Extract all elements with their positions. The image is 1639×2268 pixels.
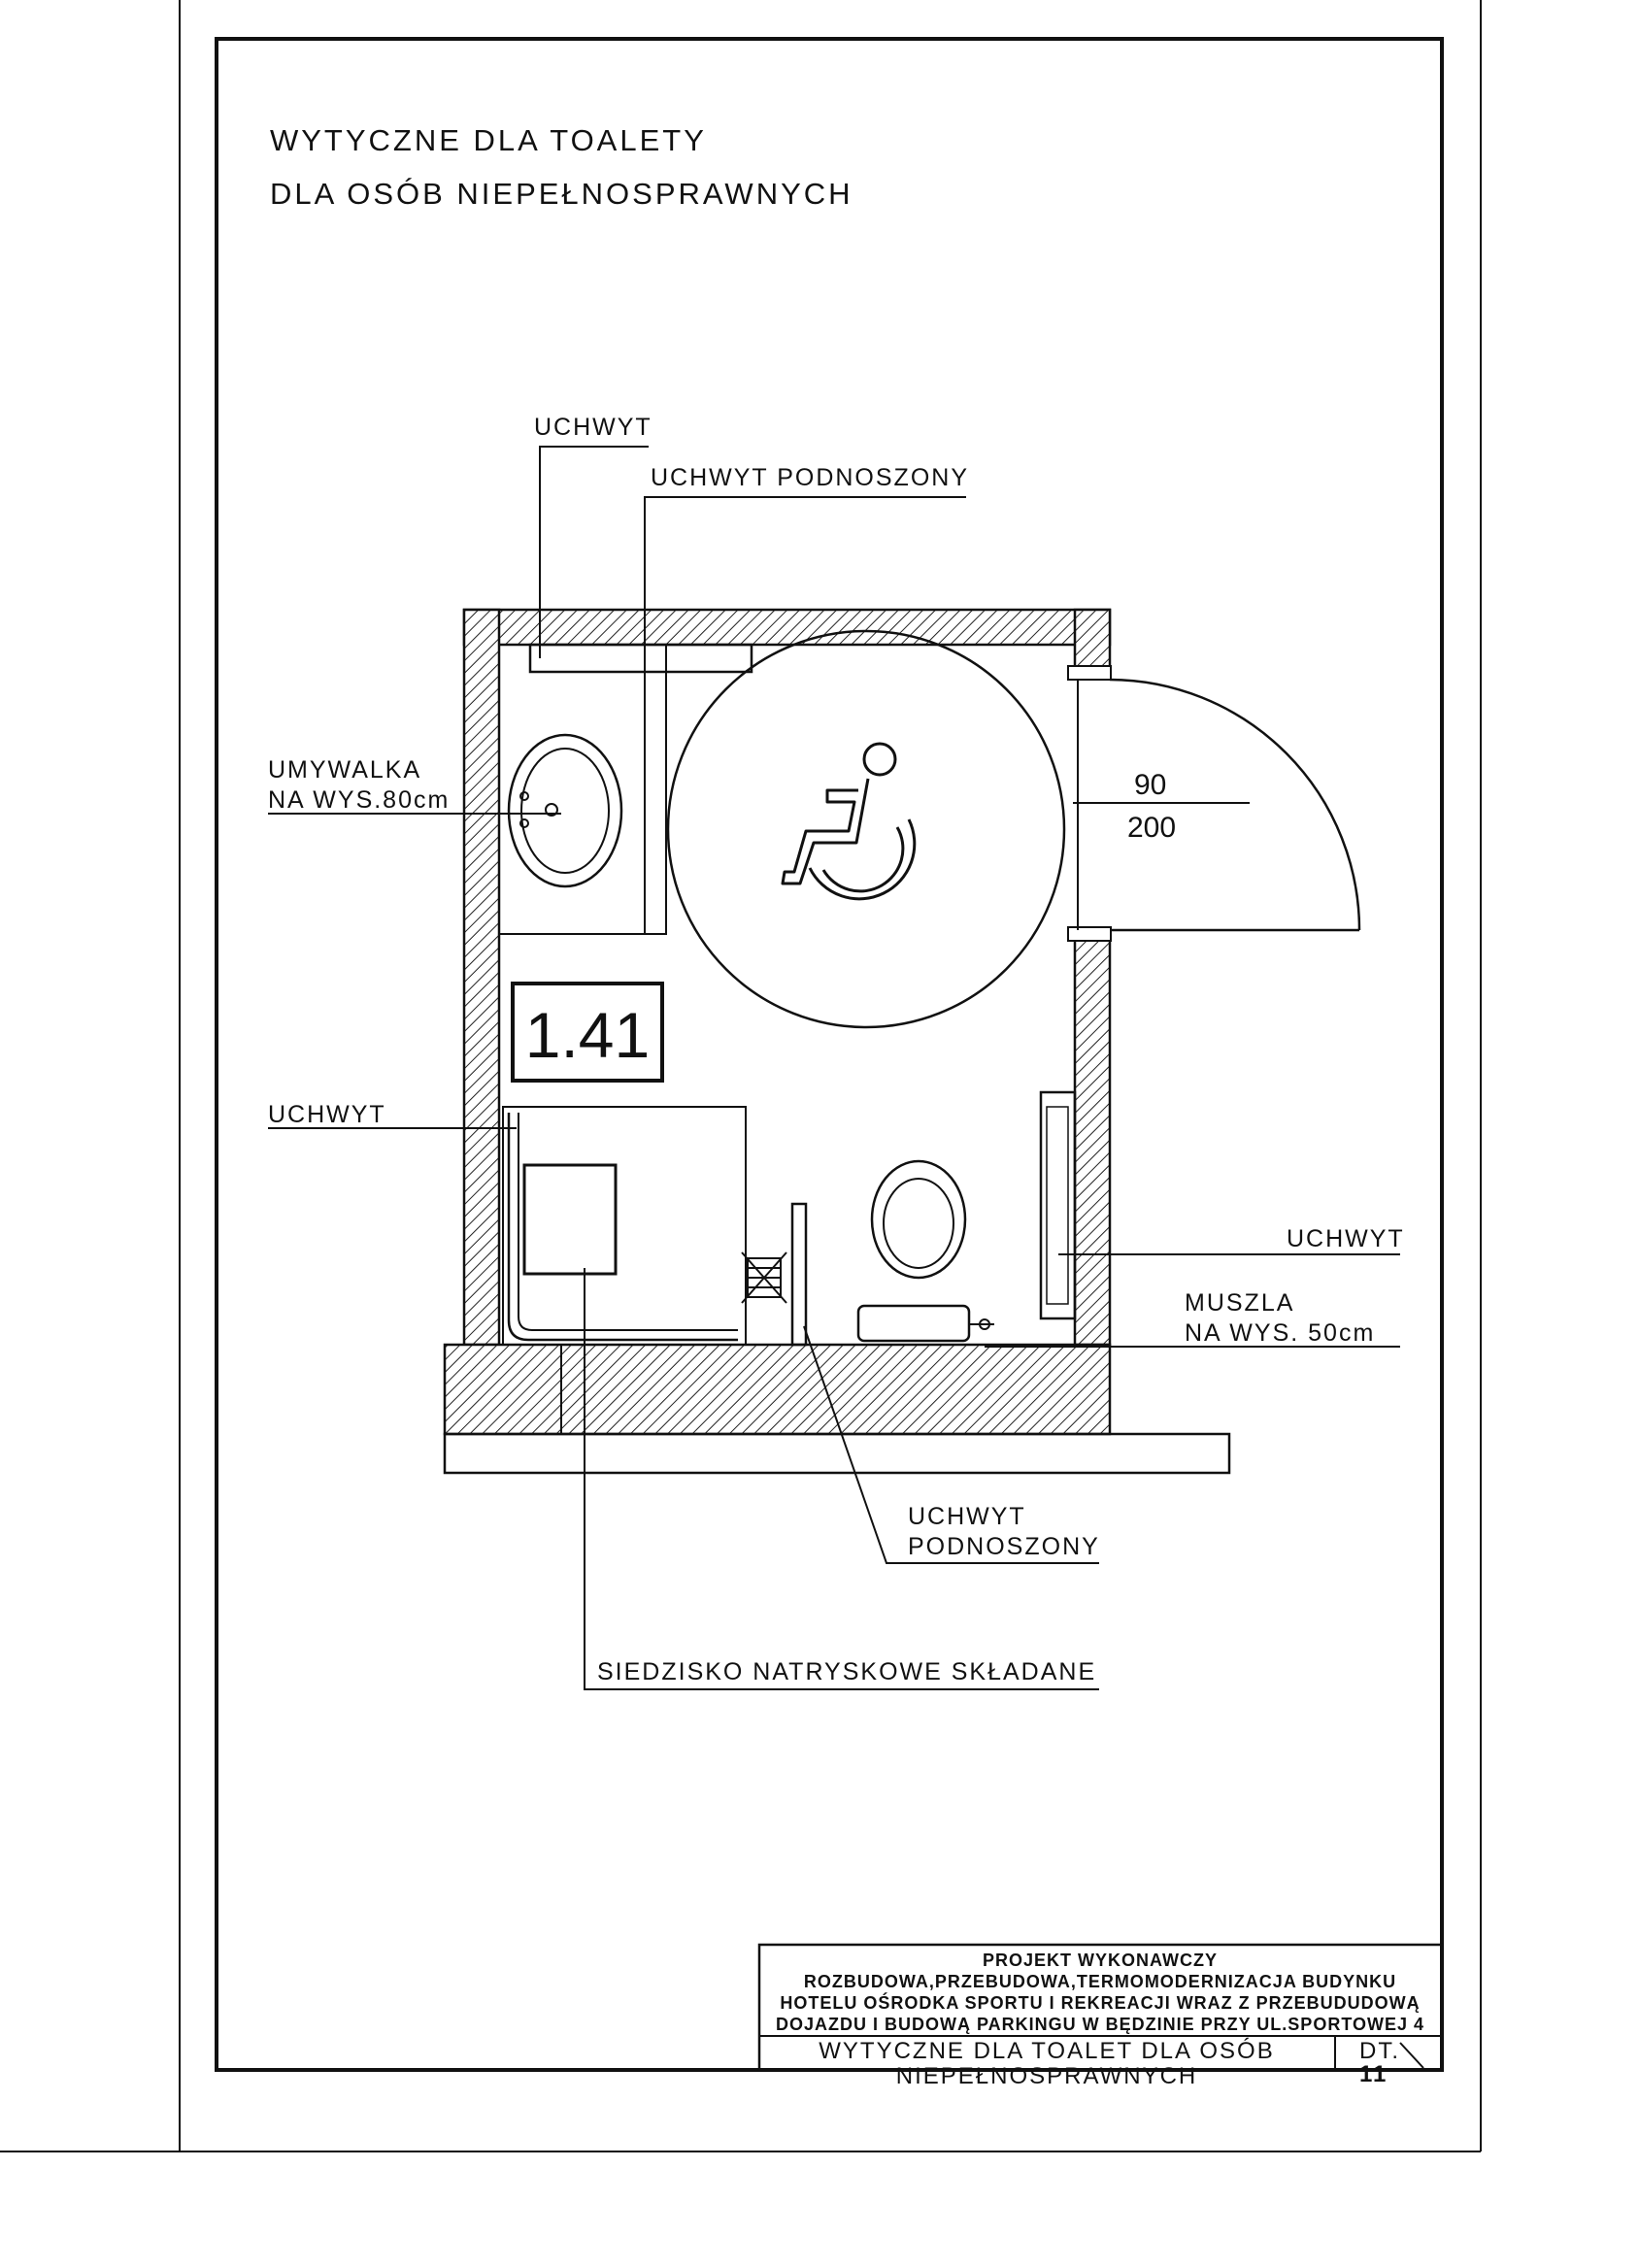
shower-tray	[502, 1106, 747, 1346]
label-shower-seat: SIEDZISKO NATRYSKOWE SKŁADANE	[597, 1658, 1096, 1685]
tb-project-desc-line2: HOTELU OŚRODKA SPORTU I REKREACJI WRAZ Z…	[780, 1992, 1420, 2013]
wall-right-lower	[1073, 928, 1112, 1347]
label-grab-bar-foldable-bottom-line1: UCHWYT	[908, 1503, 1026, 1530]
label-grab-bar-foldable-top: UCHWYT PODNOSZONY	[651, 464, 969, 491]
washbasin-inner	[520, 748, 610, 874]
wall-bottom	[443, 1343, 1112, 1436]
title-block-frame	[757, 1943, 1444, 2072]
leader-grab-bar-foldable-top	[644, 496, 966, 934]
label-grab-bar-right: UCHWYT	[1287, 1225, 1405, 1252]
washbasin-outer	[507, 733, 623, 888]
floor-plan: 1.41	[443, 608, 1361, 1475]
label-grab-bar-foldable-bottom-line2: PODNOSZONY	[908, 1533, 1100, 1560]
washbasin-tap-1	[519, 791, 529, 801]
door-frame-top	[1067, 665, 1112, 681]
wall-top	[462, 608, 1112, 647]
tb-drawing-code: DT.	[1359, 2038, 1400, 2064]
grab-bar-top	[528, 643, 753, 674]
label-toilet-line1: MUSZLA	[1185, 1289, 1294, 1317]
drawing-title-line1: WYTYCZNE DLA TOALETY	[270, 123, 707, 157]
label-grab-bar-left: UCHWYT	[268, 1101, 386, 1128]
door-frame-bottom	[1067, 926, 1112, 942]
grab-bar-foldable	[790, 1202, 808, 1347]
room-number-box	[511, 982, 664, 1083]
toilet-bowl	[870, 1159, 967, 1280]
door-swing-arc	[1109, 678, 1361, 931]
drawing-frame	[215, 37, 1444, 2072]
door-width: 90	[1134, 769, 1166, 801]
grab-bar-right-inner	[1046, 1106, 1069, 1305]
wheelchair-accessibility-icon	[781, 742, 917, 901]
turning-circle	[666, 629, 1066, 1029]
leader-grab-bar-foldable-bottom	[803, 1325, 1099, 1564]
wall-left	[462, 608, 501, 1347]
shower-seat	[522, 1163, 618, 1276]
tb-drawing-code-slash	[1399, 2042, 1424, 2069]
label-toilet-line2: NA WYS. 50cm	[1185, 1319, 1375, 1347]
label-grab-bar-top: UCHWYT	[534, 414, 652, 441]
label-washbasin-line2: NA WYS.80cm	[268, 786, 450, 814]
label-washbasin-line1: UMYWALKA	[268, 756, 421, 784]
room-number: 1.41	[525, 999, 650, 1071]
toilet-cistern	[856, 1304, 971, 1343]
tb-drawing-number: 11	[1359, 2061, 1388, 2087]
tb-drawing-title-line2: NIEPEŁNOSPRAWNYCH	[896, 2063, 1198, 2089]
tb-project-type: PROJEKT WYKONAWCZY	[983, 1951, 1218, 1970]
drawing-title-line2: DLA OSÓB NIEPEŁNOSPRAWNYCH	[270, 177, 853, 211]
grab-bar-left-l-shape	[507, 1113, 738, 1342]
floor-slab	[443, 1432, 1231, 1475]
tb-drawing-title-line1: WYTYCZNE DLA TOALET DLA OSÓB	[819, 2038, 1274, 2064]
shower-mixer	[741, 1251, 787, 1304]
tb-project-desc-line3: DOJAZDU I BUDOWĄ PARKINGU W BĘDZINIE PRZ…	[776, 2015, 1424, 2034]
door-height: 200	[1127, 812, 1176, 844]
leader-shower-seat	[584, 1268, 1099, 1690]
toilet-bowl-inner	[883, 1178, 954, 1269]
tb-project-desc-line1: ROZBUDOWA,PRZEBUDOWA,TERMOMODERNIZACJA B…	[804, 1972, 1396, 1991]
wall-right-upper	[1073, 608, 1112, 672]
washbasin-tap-2	[519, 818, 529, 828]
washbasin-drain	[545, 803, 558, 817]
leader-grab-bar-top	[539, 446, 649, 658]
title-block: PROJEKT WYKONAWCZY ROZBUDOWA,PRZEBUDOWA,…	[757, 1943, 1444, 2089]
grab-bar-left-l-shape-inner	[518, 1113, 738, 1331]
grab-bar-right	[1039, 1090, 1077, 1320]
